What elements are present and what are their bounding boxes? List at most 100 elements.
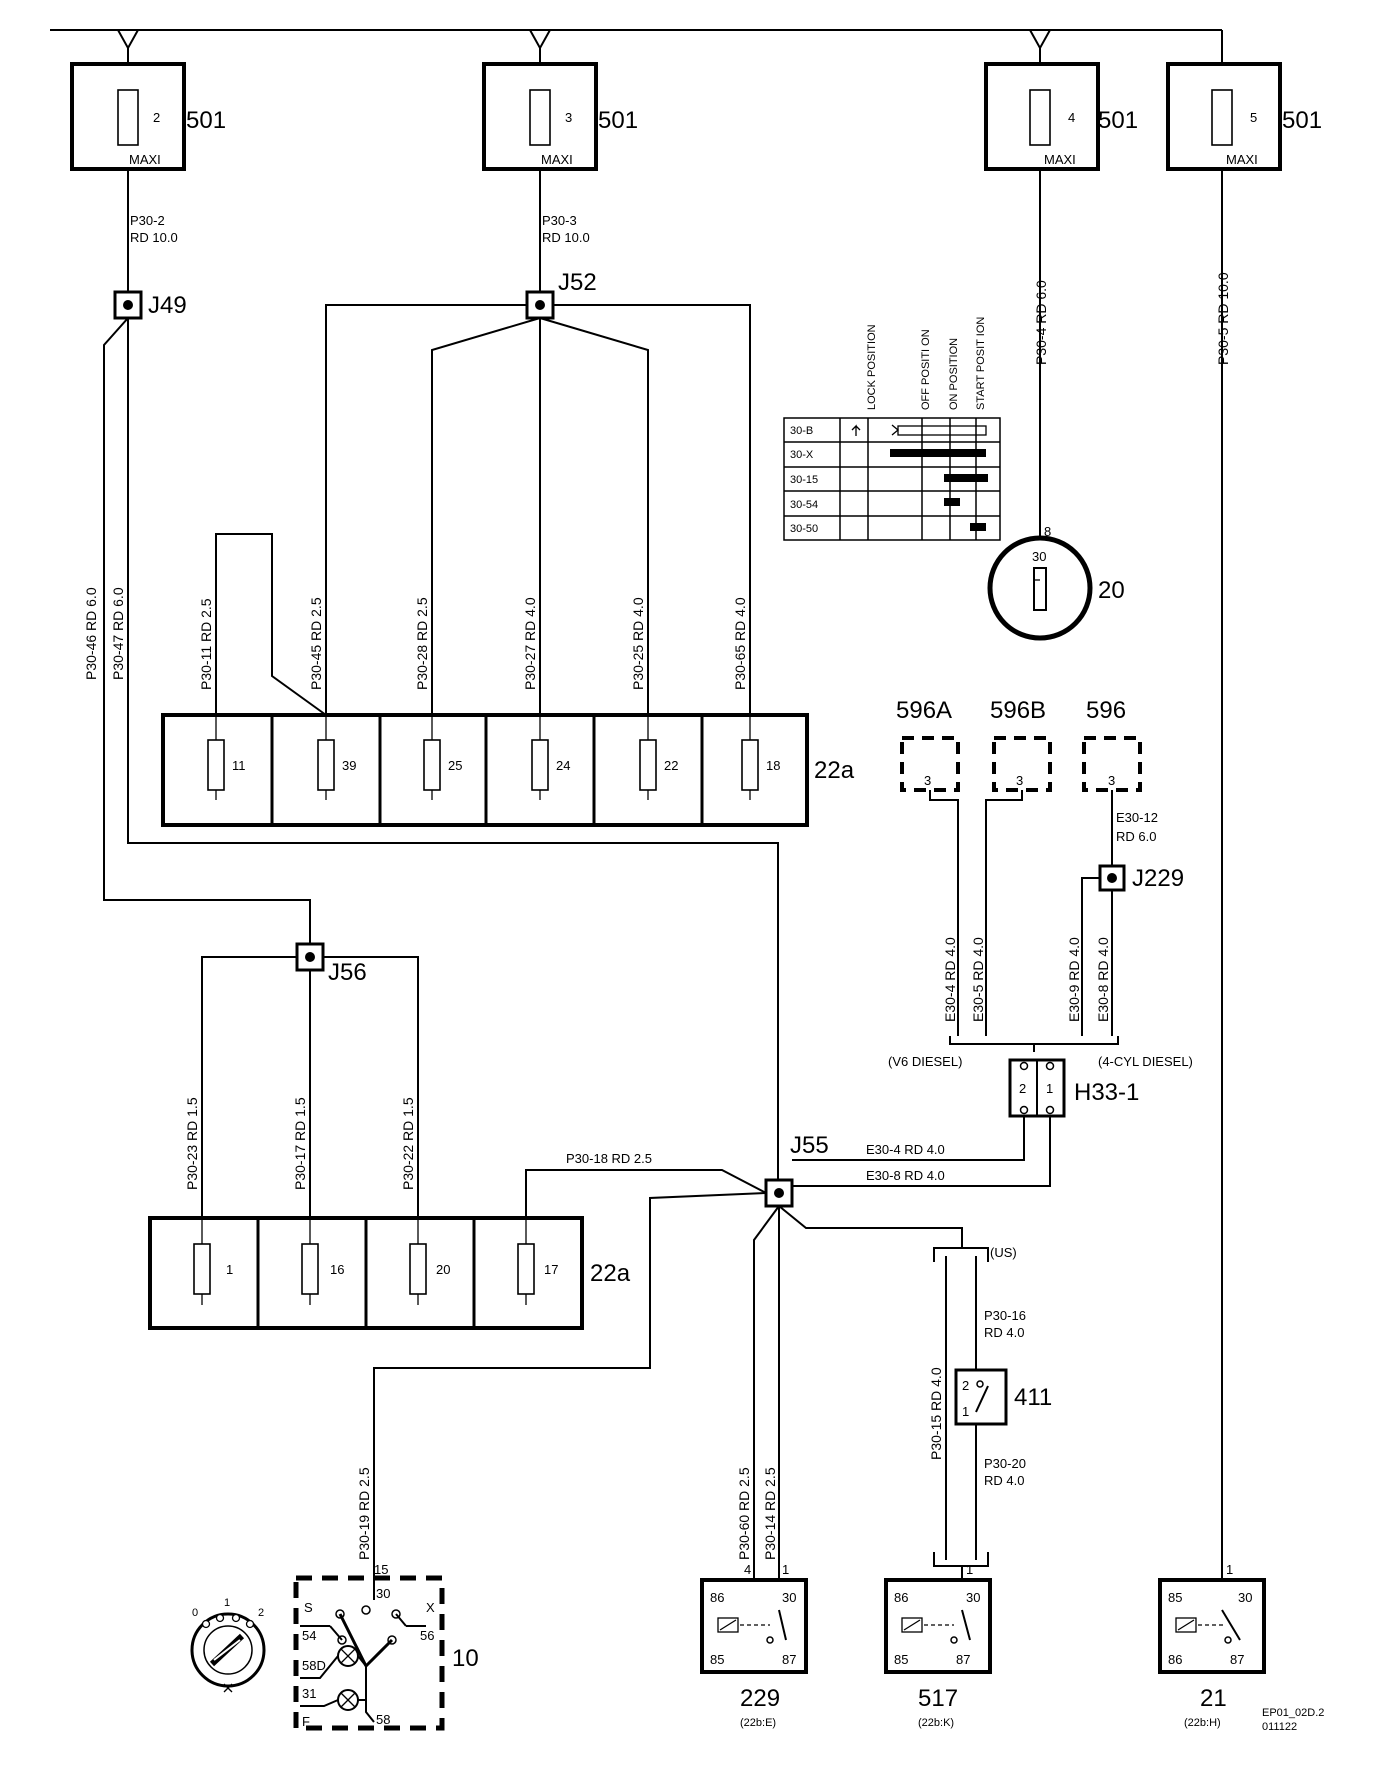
svg-text:24: 24 [556,758,570,773]
svg-text:E30-4 RD 4.0: E30-4 RD 4.0 [942,937,958,1022]
svg-text:30-B: 30-B [790,425,813,437]
svg-text:(22b:H): (22b:H) [1184,1717,1221,1729]
svg-text:(4-CYL DIESEL): (4-CYL DIESEL) [1098,1054,1193,1069]
supply-bus [50,29,1223,64]
svg-text:J55: J55 [790,1132,829,1159]
svg-text:2: 2 [153,110,160,125]
ignition-position-table: LOCK POSITION OFF POSITI ON ON POSITION … [783,317,1001,541]
maxi-fuse-2: 2 501 MAXI [70,62,226,171]
svg-text:17: 17 [544,1262,558,1277]
svg-text:P30-3: P30-3 [542,213,577,228]
svg-text:P30-17 RD 1.5: P30-17 RD 1.5 [292,1097,308,1190]
svg-text:J49: J49 [148,292,187,319]
svg-text:S: S [304,1600,313,1615]
svg-text:H33-1: H33-1 [1074,1079,1139,1106]
svg-text:F: F [302,1714,310,1729]
svg-text:E30-9 RD 4.0: E30-9 RD 4.0 [1066,937,1082,1022]
svg-text:30-50: 30-50 [790,523,818,535]
svg-text:85: 85 [894,1652,908,1667]
svg-text:P30-27 RD 4.0: P30-27 RD 4.0 [522,597,538,690]
svg-text:P30-60 RD 2.5: P30-60 RD 2.5 [736,1467,752,1560]
svg-text:3: 3 [1108,773,1115,788]
svg-text:501: 501 [186,107,226,134]
svg-text:P30-16: P30-16 [984,1308,1026,1323]
svg-text:RD 10.0: RD 10.0 [130,230,178,245]
svg-text:596B: 596B [990,697,1046,724]
svg-text:58D: 58D [302,1658,326,1673]
svg-text:P30-22 RD 1.5: P30-22 RD 1.5 [400,1097,416,1190]
svg-text:86: 86 [710,1590,724,1605]
svg-text:30: 30 [966,1590,980,1605]
svg-text:1: 1 [1046,1081,1053,1096]
svg-text:J52: J52 [558,269,597,296]
svg-text:P30-25 RD 4.0: P30-25 RD 4.0 [630,597,646,690]
svg-text:ON POSITION: ON POSITION [948,338,960,410]
svg-text:(V6 DIESEL): (V6 DIESEL) [888,1054,962,1069]
svg-text:EP01_02D.2: EP01_02D.2 [1262,1707,1324,1719]
svg-text:MAXI: MAXI [541,152,573,167]
svg-text:229: 229 [740,1685,780,1712]
svg-text:4: 4 [1068,110,1075,125]
svg-text:P30-28 RD 2.5: P30-28 RD 2.5 [414,597,430,690]
svg-text:E30-8 RD 4.0: E30-8 RD 4.0 [1095,937,1111,1022]
svg-text:RD 6.0: RD 6.0 [1116,829,1156,844]
ignition-switch-10: 15 30 S X 54 56 58D 31 F 58 10 [293,1562,479,1731]
svg-text:2: 2 [962,1378,969,1393]
svg-text:5: 5 [1250,110,1257,125]
svg-text:8: 8 [1044,524,1051,539]
svg-text:22a: 22a [814,757,855,784]
svg-text:596: 596 [1086,697,1126,724]
svg-text:1: 1 [962,1404,969,1419]
svg-text:P30-46 RD 6.0: P30-46 RD 6.0 [83,587,99,680]
svg-text:30-15: 30-15 [790,474,818,486]
svg-text:P30-15 RD 4.0: P30-15 RD 4.0 [928,1367,944,1460]
svg-text:30-54: 30-54 [790,499,818,511]
relay-517: 1 86 30 85 87 517 (22b:K) [884,1562,992,1729]
svg-text:39: 39 [342,758,356,773]
svg-text:501: 501 [1098,107,1138,134]
svg-text:22a: 22a [590,1260,631,1287]
svg-text:11: 11 [232,758,246,773]
module-596b: 596B 3 [990,697,1052,792]
svg-text:4: 4 [744,1562,751,1577]
mid-wire-labels: P30-11 RD 2.5 P30-45 RD 2.5 P30-28 RD 2.… [198,597,748,690]
svg-text:22: 22 [664,758,678,773]
relay-21: 1 85 30 86 87 21 (22b:H) [1158,1562,1266,1729]
svg-text:411: 411 [1014,1384,1052,1411]
svg-text:86: 86 [1168,1652,1182,1667]
svg-text:P30-65 RD 4.0: P30-65 RD 4.0 [732,597,748,690]
svg-text:596A: 596A [896,697,952,724]
junction-j49: J49 P30-46 RD 6.0 P30-47 RD 6.0 [83,290,779,1192]
svg-text:(US): (US) [990,1245,1017,1260]
maxi-fuse-5: 5 501 MAXI [1166,62,1322,171]
svg-text:30: 30 [782,1590,796,1605]
svg-text:X: X [426,1600,435,1615]
drawing-code: EP01_02D.2 011122 [1262,1707,1324,1733]
svg-text:P30-23 RD 1.5: P30-23 RD 1.5 [184,1097,200,1190]
svg-text:RD 10.0: RD 10.0 [542,230,590,245]
junction-j55: J55 P30-18 RD 2.5 P30-19 RD 2.5 P30-60 R… [356,1132,963,1580]
svg-text:56: 56 [420,1628,434,1643]
svg-text:P30-14 RD 2.5: P30-14 RD 2.5 [762,1467,778,1560]
wire-p30-4: P30-4 RD 6.0 [1033,169,1049,545]
svg-text:3: 3 [924,773,931,788]
svg-text:1: 1 [782,1562,789,1577]
svg-text:58: 58 [376,1712,390,1727]
svg-text:P30-18 RD 2.5: P30-18 RD 2.5 [566,1151,652,1166]
junction-j56: J56 P30-23 RD 1.5 P30-17 RD 1.5 P30-22 R… [184,942,419,1218]
svg-text:2: 2 [1019,1081,1026,1096]
svg-text:P30-45 RD 2.5: P30-45 RD 2.5 [308,597,324,690]
svg-text:P30-2: P30-2 [130,213,165,228]
relay-229: 4 1 86 30 85 87 229 (22b:E) [700,1562,808,1729]
svg-text:25: 25 [448,758,462,773]
svg-text:87: 87 [956,1652,970,1667]
ignition-switch-20: 30 8 20 [987,524,1125,641]
svg-text:30: 30 [1032,549,1046,564]
svg-text:MAXI: MAXI [1226,152,1258,167]
svg-text:501: 501 [598,107,638,134]
svg-text:20: 20 [436,1262,450,1277]
svg-text:011122: 011122 [1262,1721,1297,1733]
wire-p30-3: P30-3 RD 10.0 [539,169,590,292]
svg-text:P30-5 RD 10.0: P30-5 RD 10.0 [1215,272,1231,365]
connector-h33-1: 2 1 H33-1 E30-4 RD 4.0 E30-8 RD 4.0 [792,1058,1139,1187]
